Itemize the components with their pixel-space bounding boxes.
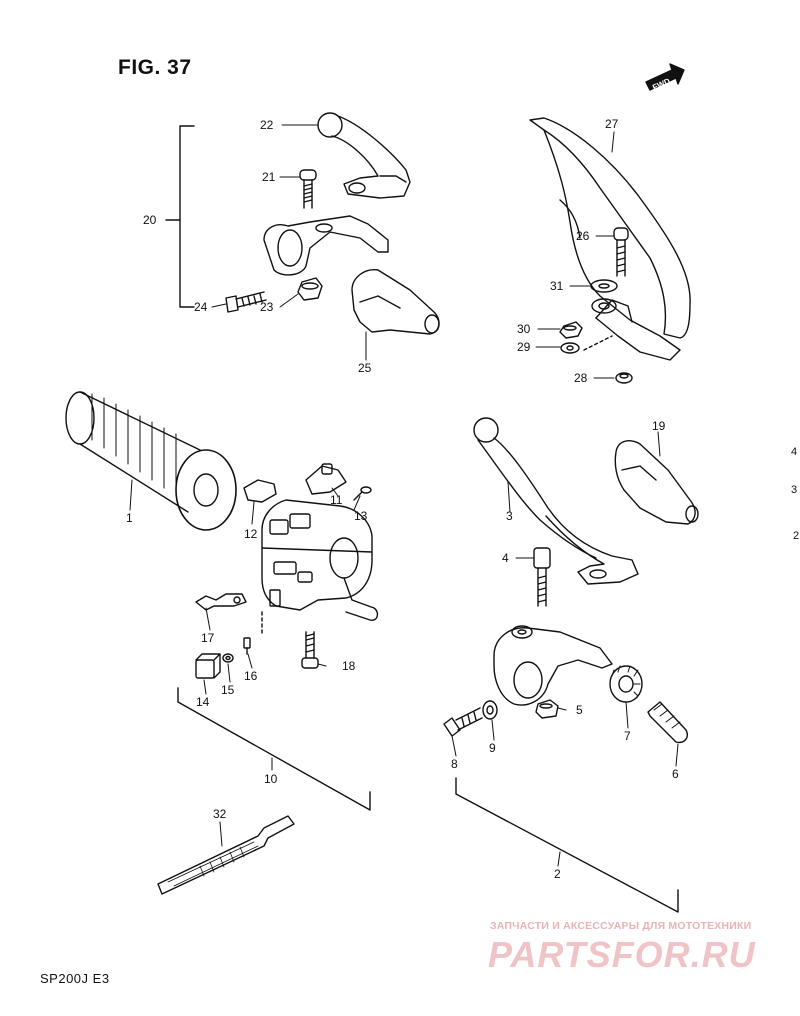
part-washer-28 [615, 372, 633, 384]
figure-title: FIG. 37 [118, 56, 192, 79]
label-32: 32 [213, 807, 227, 821]
label-9: 9 [489, 741, 496, 755]
part-cover-19 [614, 440, 699, 525]
part-bolt-21 [299, 169, 317, 209]
label-4: 4 [502, 551, 509, 565]
leader-lines [129, 124, 679, 867]
edge-mark: 3 [791, 484, 798, 496]
part-bracket-20 [263, 215, 389, 276]
watermark-tagline: ЗАПЧАСТИ И АКСЕССУАРЫ ДЛЯ МОТОТЕХНИКИ [490, 920, 752, 932]
part-bolt-26 [613, 227, 629, 277]
part-knob-11 [305, 463, 347, 495]
group-bracket-20 [179, 125, 195, 308]
label-7: 7 [624, 729, 631, 743]
label-27: 27 [605, 117, 619, 131]
label-21: 21 [262, 170, 276, 184]
part-nut-5 [535, 699, 559, 719]
part-spacer-31 [590, 279, 618, 314]
edge-mark: 4 [791, 446, 798, 458]
part-bolt-18 [301, 631, 319, 669]
label-17: 17 [201, 631, 215, 645]
label-30: 30 [517, 322, 531, 336]
model-code: SP200J E3 [40, 971, 110, 986]
label-10: 10 [264, 772, 278, 786]
label-26: 26 [576, 229, 590, 243]
part-lever-17 [195, 593, 247, 611]
part-adjuster-bolt-6 [647, 701, 688, 744]
part-washer-29 [560, 342, 580, 354]
part-adjuster-nut-7 [609, 665, 643, 703]
fwd-arrow-icon [645, 63, 685, 91]
group-bracket-10 [177, 687, 371, 811]
part-washer-9 [482, 700, 498, 720]
part-screw-16 [243, 637, 251, 655]
part-lever-3 [473, 417, 639, 585]
label-14: 14 [196, 695, 210, 709]
label-29: 29 [517, 340, 531, 354]
label-31: 31 [550, 279, 564, 293]
part-screw-13 [353, 486, 372, 501]
label-22: 22 [260, 118, 274, 132]
label-23: 23 [260, 300, 274, 314]
part-lever-holder-2 [493, 625, 613, 706]
part-grip-1 [65, 391, 237, 531]
label-20: 20 [143, 213, 157, 227]
part-cover-25 [351, 269, 440, 335]
group-bracket-2 [455, 777, 679, 913]
label-18: 18 [342, 659, 356, 673]
edge-mark: 2 [793, 530, 800, 542]
part-screw-8 [443, 707, 483, 737]
part-strap-32 [157, 815, 295, 895]
part-labels: 22 21 20 24 23 25 27 26 31 30 29 28 1 3 … [126, 76, 679, 881]
part-lever-22 [317, 112, 411, 199]
label-1: 1 [126, 511, 133, 525]
label-28: 28 [574, 371, 588, 385]
label-2: 2 [554, 867, 561, 881]
part-screw-15 [222, 653, 234, 663]
part-connector-14 [195, 653, 221, 679]
watermark-logo: PARTSFOR.RU [488, 934, 756, 975]
label-3: 3 [506, 509, 513, 523]
label-12: 12 [244, 527, 258, 541]
part-handguard-27 [529, 117, 691, 361]
part-nut-23 [297, 277, 323, 301]
label-8: 8 [451, 757, 458, 771]
part-switch-housing-10 [261, 499, 379, 637]
part-knob-12 [243, 479, 277, 503]
label-15: 15 [221, 683, 235, 697]
label-13: 13 [354, 509, 368, 523]
label-5: 5 [576, 703, 583, 717]
part-bolt-4 [533, 547, 551, 607]
label-24: 24 [194, 300, 208, 314]
part-nut-30 [559, 321, 583, 339]
label-16: 16 [244, 669, 258, 683]
label-6: 6 [672, 767, 679, 781]
label-19: 19 [652, 419, 666, 433]
label-11: 11 [330, 493, 343, 507]
label-25: 25 [358, 361, 372, 375]
part-screw-24 [225, 291, 267, 313]
